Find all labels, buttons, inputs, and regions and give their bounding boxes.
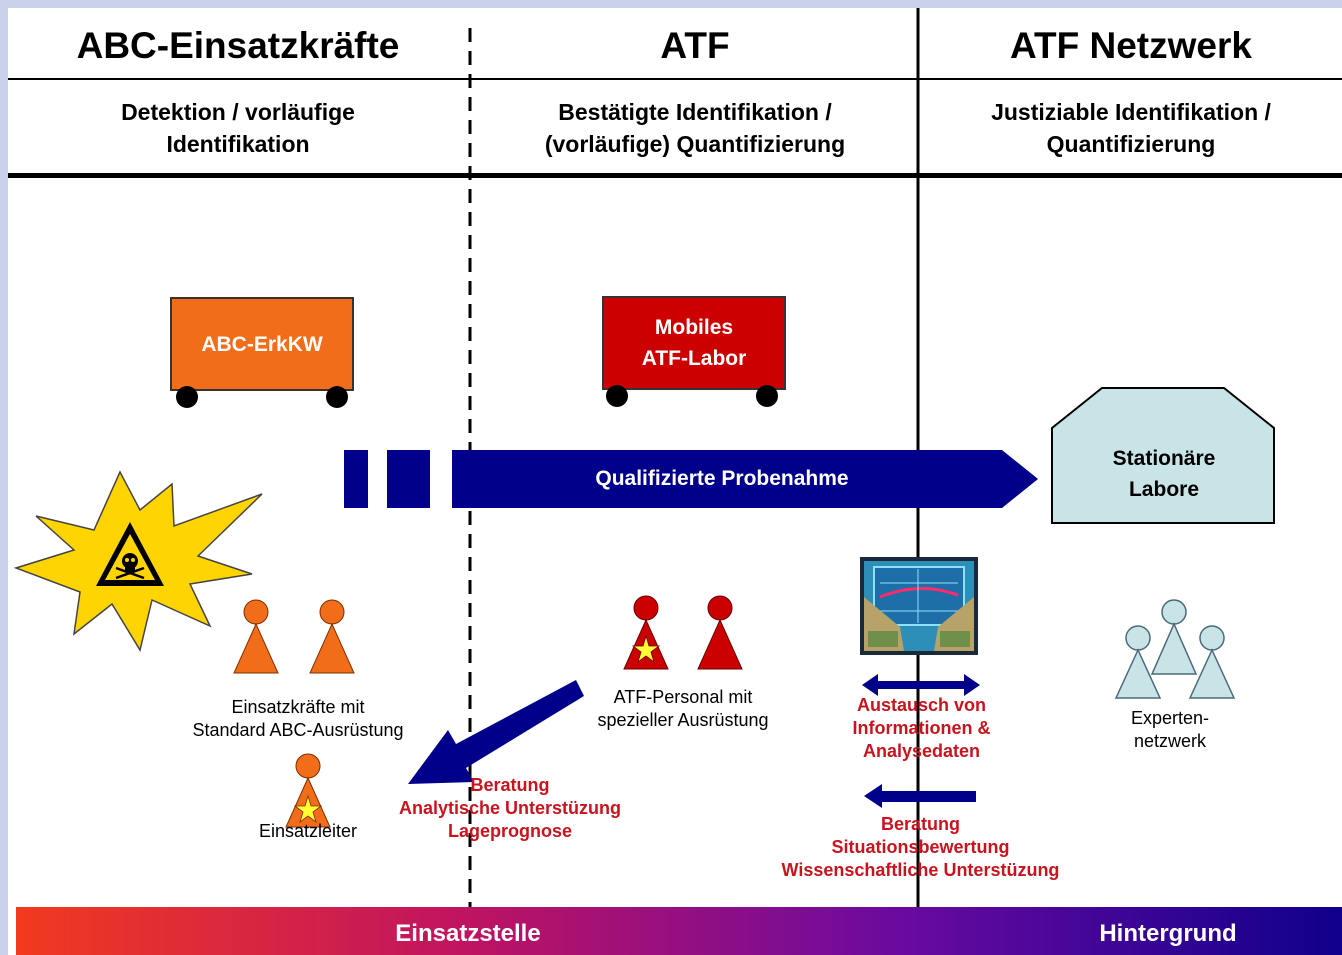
- exchange-double-arrow: [862, 674, 980, 696]
- support-atf-text: Beratung Analytische Unterstüzung Lagepr…: [380, 774, 640, 843]
- wheel-icon: [606, 385, 628, 407]
- star-icon: [293, 794, 323, 824]
- hazard-burst-icon: [13, 470, 263, 652]
- atf-vehicle-label-line: Mobiles: [654, 316, 734, 339]
- lab-building-icon: [1051, 387, 1275, 524]
- support-line: Lageprognose: [447, 821, 572, 841]
- caption-line: Standard ABC-Ausrüstung: [192, 720, 404, 740]
- person-icon: [1114, 625, 1162, 699]
- bottom-label-left: Einsatzstelle: [395, 920, 541, 947]
- expert-network-figures: [1114, 599, 1236, 699]
- column-title-abc: ABC-Einsatzkräfte: [76, 25, 400, 66]
- column-subtitle-atf: Bestätigte Identifikation / (vorläufige)…: [470, 96, 920, 160]
- support-line: Beratung: [880, 814, 960, 834]
- arrow-dash-block: [344, 450, 368, 508]
- abc-forces-caption: Einsatzkräfte mit Standard ABC-Ausrüstun…: [158, 696, 438, 742]
- person-icon: [1150, 599, 1198, 675]
- column-subtitle-abc: Detektion / vorläufige Identifikation: [8, 96, 468, 160]
- subtitle-line: Identifikation: [166, 131, 310, 157]
- support-line: Analytische Unterstüzung: [398, 798, 622, 818]
- exchange-line: Informationen &: [852, 718, 991, 738]
- support-arrow-diagonal: [408, 680, 584, 784]
- caption-line: netzwerk: [1133, 731, 1207, 751]
- leader-figure-icon: [285, 753, 331, 828]
- abc-forces-figures: [233, 599, 355, 674]
- lab-label: Stationäre Labore: [1052, 443, 1276, 505]
- sampling-arrow-label: Qualifizierte Probenahme: [595, 467, 849, 490]
- wheel-icon: [326, 386, 348, 408]
- subtitle-line: (vorläufige) Quantifizierung: [544, 131, 846, 157]
- star-icon: [631, 634, 661, 664]
- support-line: Wissenschaftliche Unterstüzung: [781, 860, 1060, 880]
- arrow-body: [408, 680, 584, 784]
- lab-label-line: Stationäre: [1112, 447, 1216, 470]
- bottom-label-right: Hintergrund: [1099, 920, 1237, 947]
- support-arrow-left: [864, 784, 976, 808]
- subheader-divider: [8, 173, 1342, 178]
- column-title-atf-network: ATF Netzwerk: [1010, 25, 1252, 66]
- atf-staff-caption: ATF-Personal mit spezieller Ausrüstung: [558, 686, 808, 732]
- subtitle-line: Justiziable Identifikation /: [991, 99, 1271, 125]
- support-network-text: Beratung Situationsbewertung Wissenschaf…: [753, 813, 1088, 882]
- exchange-text: Austausch von Informationen & Analysedat…: [834, 694, 1009, 763]
- person-icon: [309, 599, 355, 674]
- experts-caption: Experten- netzwerk: [1100, 707, 1240, 753]
- arrow-body: [452, 450, 1038, 508]
- wheel-icon: [756, 385, 778, 407]
- caption-line: Einsatzkräfte mit: [231, 697, 365, 717]
- wheel-icon: [176, 386, 198, 408]
- support-line: Situationsbewertung: [831, 837, 1010, 857]
- header-divider: [8, 78, 1342, 80]
- leader-caption: Einsatzleiter: [258, 821, 358, 841]
- subtitle-line: Quantifizierung: [1046, 131, 1216, 157]
- computer-network-icon: [860, 557, 978, 655]
- bottom-gradient-bar: [16, 907, 1342, 955]
- column-subtitle-atf-network: Justiziable Identifikation / Quantifizie…: [920, 96, 1342, 160]
- skull-hazard-icon: [115, 553, 145, 580]
- exchange-line: Analysedaten: [862, 741, 981, 761]
- subtitle-line: Detektion / vorläufige: [121, 99, 355, 125]
- person-icon: [233, 599, 279, 674]
- atf-vehicle-label-line: ATF-Labor: [641, 347, 747, 370]
- sampling-arrow: [344, 450, 1038, 508]
- person-icon: [697, 595, 743, 670]
- abc-vehicle-label: ABC-ErkKW: [201, 332, 323, 356]
- atf-staff-figures: [623, 595, 743, 670]
- support-line: Beratung: [470, 775, 550, 795]
- arrow-dash-block: [387, 450, 430, 508]
- subtitle-line: Bestätigte Identifikation /: [558, 99, 832, 125]
- caption-line: ATF-Personal mit: [613, 687, 753, 707]
- diagram-canvas: ABC-Einsatzkräfte ATF ATF Netzwerk Detek…: [8, 8, 1342, 955]
- caption-line: Experten-: [1130, 708, 1210, 728]
- abc-vehicle-box: ABC-ErkKW: [170, 297, 354, 391]
- atf-vehicle-box: Mobiles ATF-Labor: [602, 296, 786, 390]
- caption-line: spezieller Ausrüstung: [597, 710, 769, 730]
- person-icon: [1188, 625, 1236, 699]
- person-icon: [623, 595, 669, 670]
- lab-label-line: Labore: [1128, 478, 1199, 501]
- column-title-atf: ATF: [660, 25, 730, 66]
- exchange-line: Austausch von: [856, 695, 987, 715]
